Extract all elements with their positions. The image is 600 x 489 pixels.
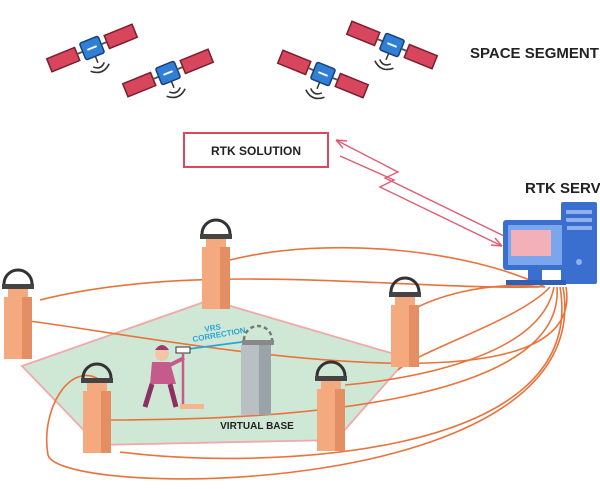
satellite-icon: [338, 18, 440, 87]
virtual-base: [241, 324, 274, 415]
satellite-icon: [44, 21, 146, 90]
reference-station: [0, 268, 36, 361]
computer-icon: [503, 202, 597, 285]
rtk-server-label: RTK SERVER: [525, 180, 600, 197]
surveyor-icon: [142, 345, 204, 409]
vrs-label: VRS: [204, 322, 222, 334]
network-cables: [19, 246, 568, 480]
satellite-icon: [269, 47, 371, 116]
rtk-solution-label: RTK SOLUTION: [211, 144, 301, 158]
satellite-icon: [120, 46, 222, 115]
network-area: [20, 299, 410, 446]
virtual-base-label: VIRTUAL BASE: [220, 421, 294, 432]
space-segment-label: SPACE SEGMENT: [470, 45, 599, 62]
vrs-correction-line: [187, 341, 243, 350]
rtk-solution-box: [183, 132, 329, 168]
reference-station: [387, 276, 423, 369]
reference-station: [198, 218, 234, 311]
link-arrow: [335, 139, 505, 237]
